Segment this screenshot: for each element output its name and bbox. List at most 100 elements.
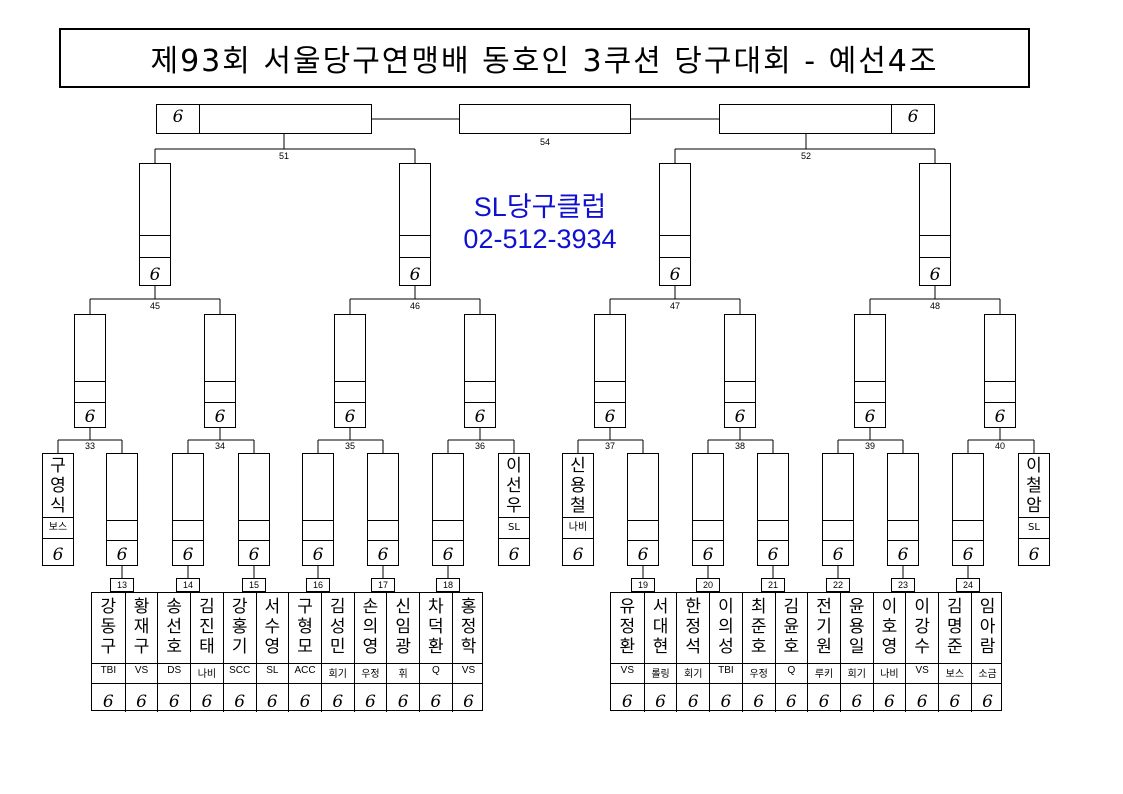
score-mark: 6: [753, 692, 765, 712]
table-divider: [92, 683, 483, 684]
match-number-box: 23: [891, 578, 915, 592]
score-mark: 6: [172, 107, 184, 127]
match-number: 38: [734, 441, 745, 451]
box-divider: [660, 257, 690, 259]
box-divider: [855, 401, 885, 403]
player-club: SCC: [229, 665, 251, 676]
score-mark: 6: [84, 407, 96, 427]
score-mark: 6: [266, 692, 278, 712]
box-divider: [628, 519, 658, 521]
player-club: 롤링: [651, 669, 670, 680]
match-number: 36: [474, 441, 485, 451]
box-divider: [985, 401, 1015, 403]
box-divider: [823, 519, 853, 521]
player-club: TBI: [718, 665, 734, 676]
score-mark: 6: [116, 545, 128, 565]
box-divider: [43, 538, 73, 539]
score-mark: 6: [508, 545, 520, 565]
semifinal-slot: 6: [919, 163, 951, 286]
final-slot-right: 6: [719, 104, 935, 134]
box-divider: [465, 401, 495, 403]
player-club: 우정: [749, 669, 768, 680]
score-mark: 6: [102, 692, 114, 712]
box-divider: [239, 519, 269, 521]
score-mark: 6: [818, 692, 830, 712]
match-number-box: 15: [242, 578, 266, 592]
score-mark: 6: [234, 692, 246, 712]
box-divider: [693, 539, 723, 541]
box-divider: [823, 539, 853, 541]
round16-slot: 6: [367, 453, 399, 566]
round16-slot: 6: [887, 453, 919, 566]
quarterfinal-slot: 6: [74, 314, 106, 428]
box-divider: [953, 519, 983, 521]
score-mark: 6: [994, 407, 1006, 427]
score-mark: 6: [897, 545, 909, 565]
page-title: 제93회 서울당구연맹배 동호인 3쿠션 당구대회 - 예선4조: [59, 28, 1030, 88]
club-name: SL당구클럽: [473, 192, 607, 222]
score-mark: 6: [365, 692, 376, 712]
match-number: 34: [214, 441, 225, 451]
score-mark: 6: [864, 407, 876, 427]
box-divider: [75, 381, 105, 383]
score-mark: 6: [734, 407, 746, 427]
round16-slot: 6: [822, 453, 854, 566]
round16-slot: 6: [238, 453, 270, 566]
match-number-box: 21: [761, 578, 785, 592]
match-number: 35: [344, 441, 355, 451]
match-number-box: 16: [306, 578, 330, 592]
score-mark: 6: [702, 545, 714, 565]
match-number: 40: [994, 441, 1005, 451]
box-divider: [920, 235, 950, 237]
table-divider: [611, 683, 1002, 684]
player-club: TBI: [100, 665, 117, 676]
box-divider: [239, 539, 269, 541]
match-number: 37: [604, 441, 615, 451]
score-mark: 6: [312, 545, 324, 565]
box-divider: [891, 105, 892, 133]
match-number: 54: [539, 137, 550, 147]
score-mark: 6: [409, 265, 421, 285]
round16-slot: 6: [172, 453, 204, 566]
box-divider: [433, 539, 463, 541]
player-club: SL: [1019, 517, 1049, 538]
quarterfinal-slot: 6: [464, 314, 496, 428]
player-club: 소금: [978, 669, 997, 680]
score-mark: 6: [397, 692, 409, 712]
round16-slot: 6: [432, 453, 464, 566]
score-mark: 6: [299, 692, 311, 712]
quarterfinal-slot: 6: [594, 314, 626, 428]
match-number-box: 14: [176, 578, 200, 592]
score-mark: 6: [720, 692, 732, 712]
box-divider: [985, 381, 1015, 383]
box-divider: [75, 401, 105, 403]
player-club: VS: [915, 665, 929, 676]
score-mark: 6: [785, 692, 797, 712]
quarterfinal-slot: 6: [854, 314, 886, 428]
match-number: 46: [409, 301, 420, 311]
box-divider: [920, 257, 950, 259]
semifinal-slot: 6: [399, 163, 431, 286]
round16-slot: 6: [757, 453, 789, 566]
